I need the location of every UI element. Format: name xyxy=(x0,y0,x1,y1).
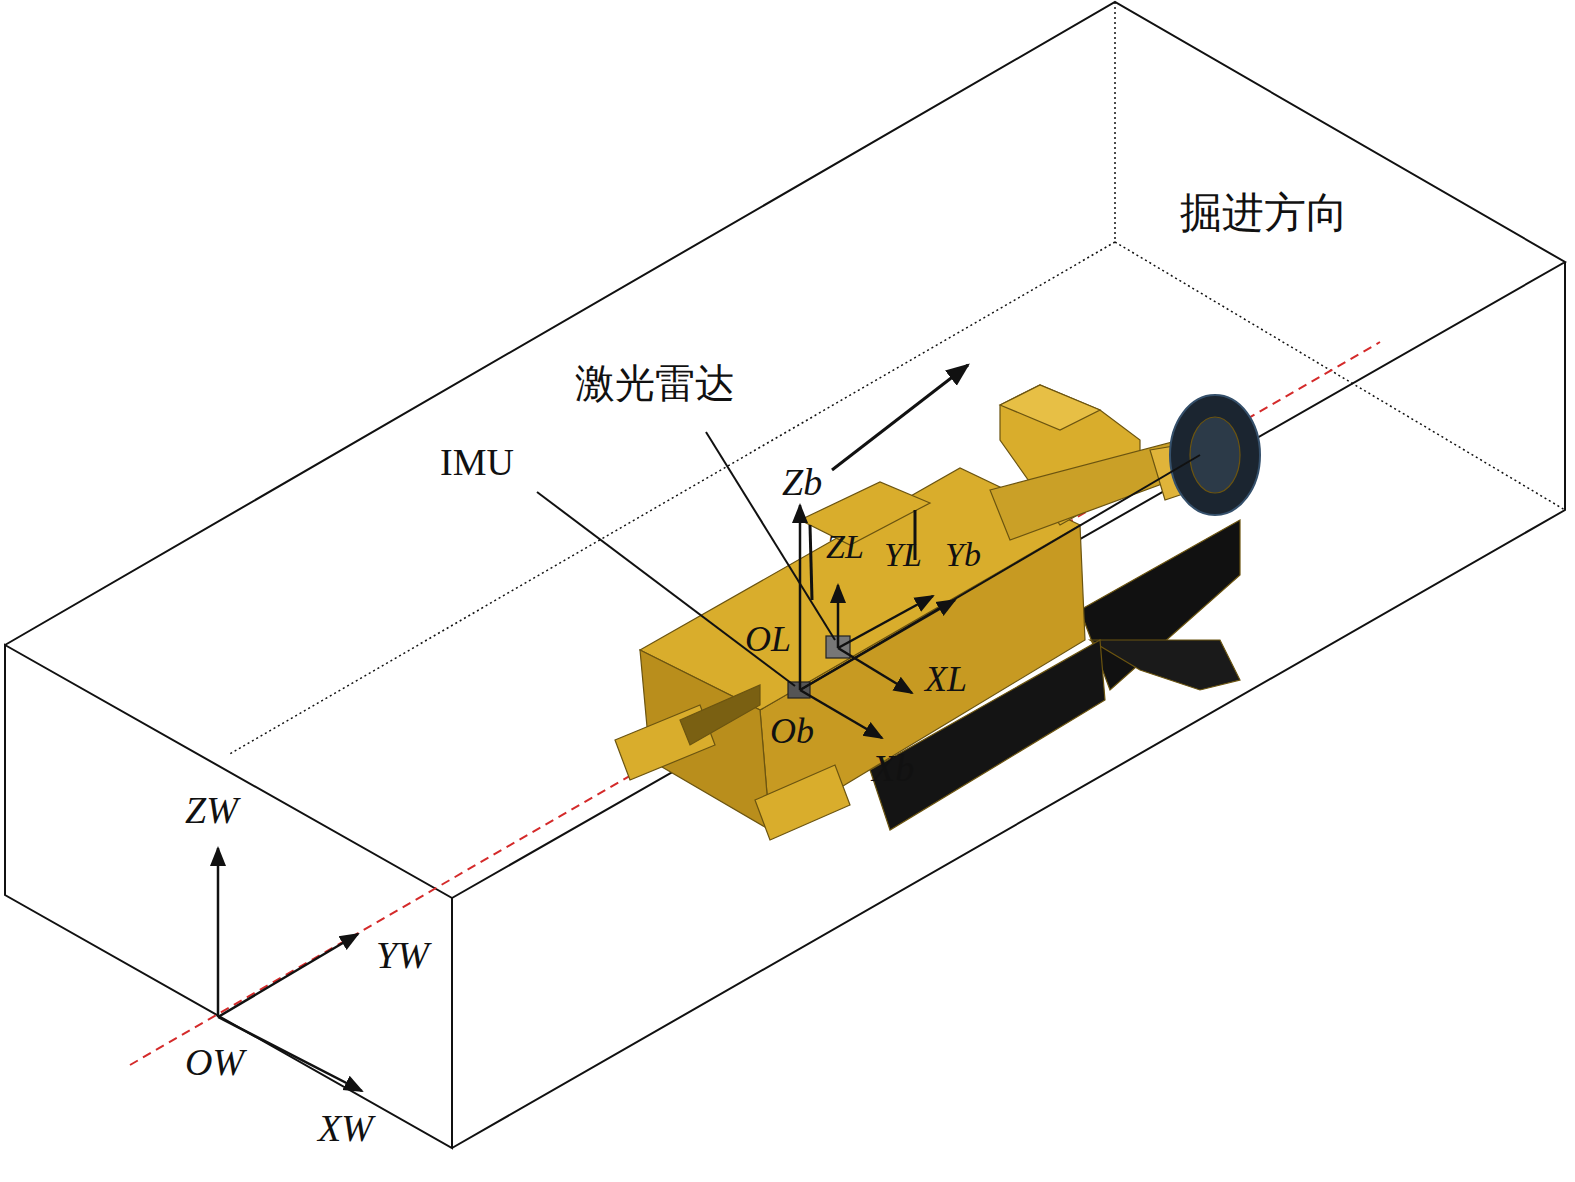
origin-label: OW xyxy=(185,1042,244,1084)
axis-label: Yb xyxy=(945,536,981,573)
direction-label: 掘进方向 xyxy=(1180,190,1348,236)
axis-label: Xb xyxy=(872,748,914,790)
axis-label: YW xyxy=(376,935,429,977)
tunnel-box xyxy=(5,2,1565,1148)
axis-label: ZW xyxy=(185,790,238,832)
lidar-frame xyxy=(838,585,933,693)
axis-label: Zb xyxy=(782,462,822,504)
machine-axis xyxy=(800,455,1200,690)
part-label: IMU xyxy=(440,442,514,484)
origin-label: OL xyxy=(745,620,791,660)
roadheader xyxy=(615,385,1260,840)
origin-label: Ob xyxy=(770,712,814,752)
axis-label: XL xyxy=(925,660,967,700)
axis-label: XW xyxy=(318,1108,373,1150)
part-label: 激光雷达 xyxy=(575,362,735,406)
direction-arrow xyxy=(832,365,968,470)
axis-label: ZL xyxy=(826,528,864,565)
tunnel-centerline xyxy=(130,342,1380,1065)
leader-line xyxy=(537,432,835,686)
axis-label: YL xyxy=(884,536,922,573)
